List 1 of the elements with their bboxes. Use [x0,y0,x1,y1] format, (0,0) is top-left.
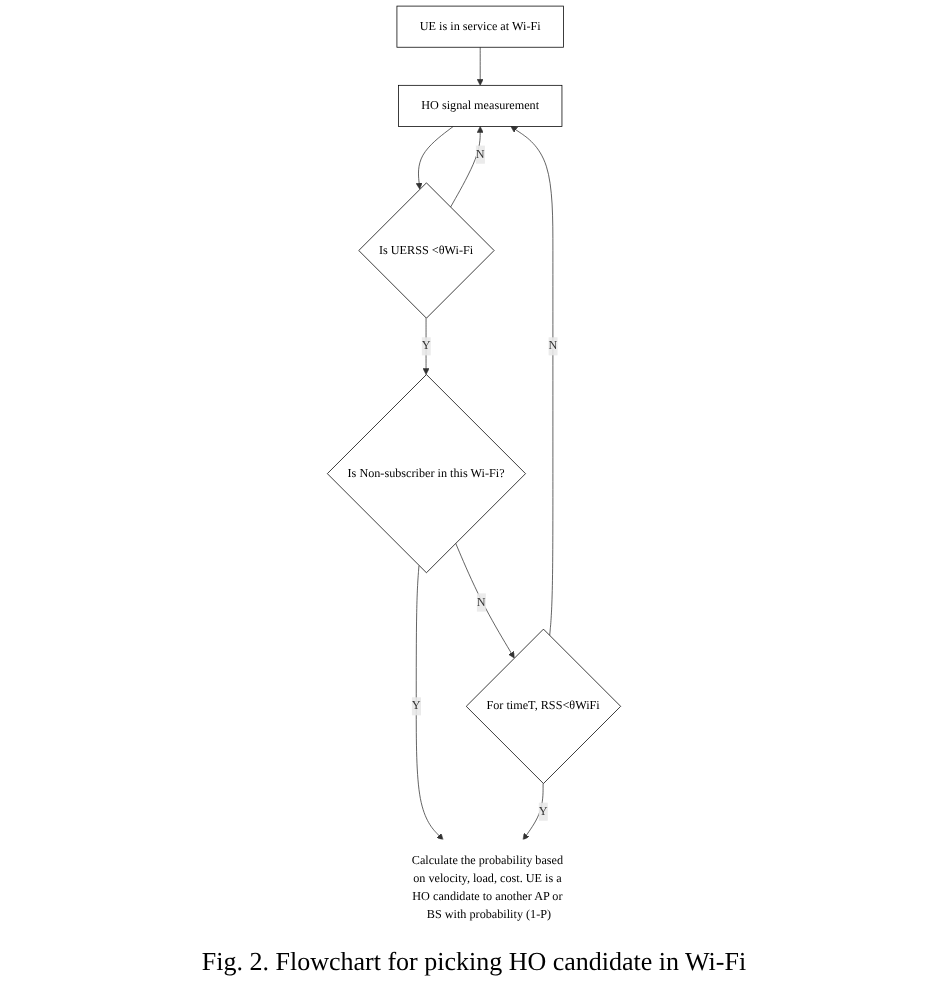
caption: Fig. 2. Flowchart for picking HO candidate in Wi-Fi [199,944,749,980]
